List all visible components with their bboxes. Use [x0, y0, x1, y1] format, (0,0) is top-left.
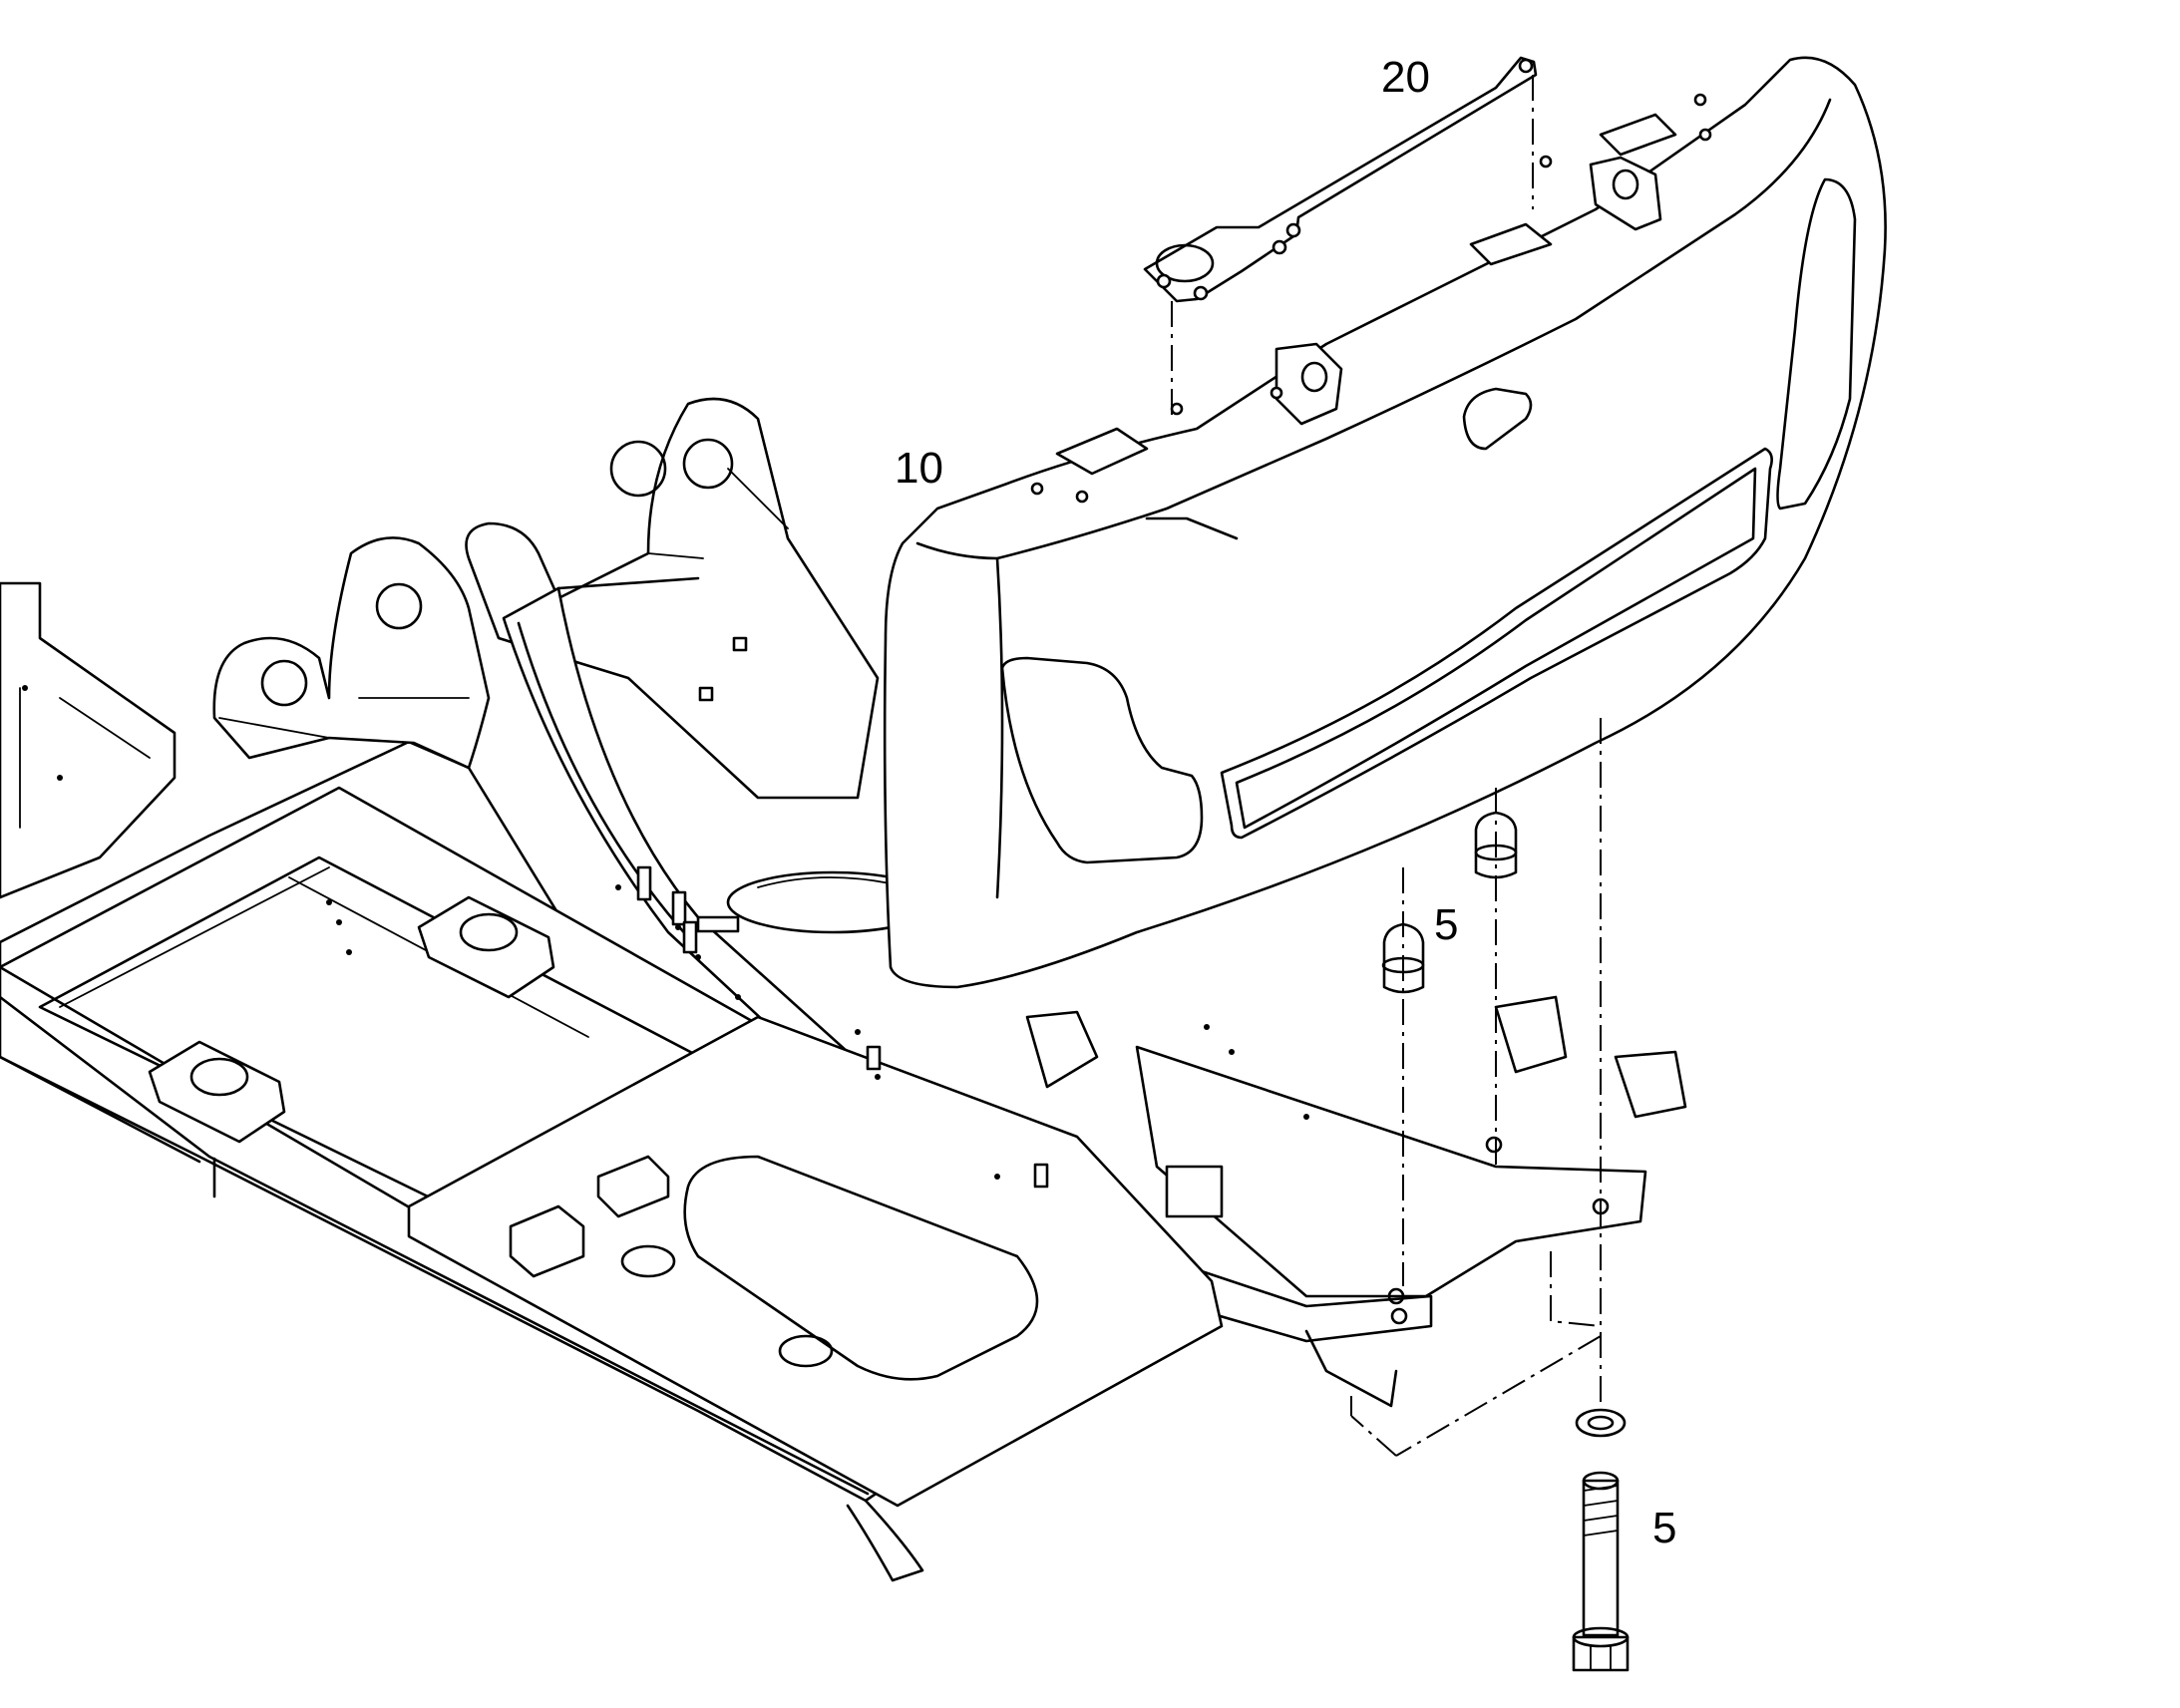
callout-nut: 5: [1434, 900, 1458, 949]
chassis-frame: [0, 397, 1687, 1582]
callout-bolt: 5: [1652, 1504, 1676, 1552]
boom-mount-tower-center: [465, 397, 880, 800]
frame-studs: [22, 636, 1309, 1218]
upper-beam-bosses: [148, 895, 555, 1144]
center-platform: [407, 1015, 1224, 1508]
callout-plate: 20: [1381, 53, 1430, 102]
counterweight: [883, 56, 1887, 989]
cover-plate: [1143, 56, 1538, 303]
boom-mount-tower-left: [212, 536, 491, 770]
left-upright-bracket: [0, 581, 177, 899]
hex-bolt: [1572, 1471, 1630, 1672]
rear-frame-right: [1025, 995, 1687, 1408]
assembly-centerlines: [1171, 75, 1602, 1457]
callout-counterweight: 10: [895, 444, 943, 493]
diagonal-main-beam: [502, 576, 1433, 1343]
washer: [1575, 1408, 1627, 1438]
